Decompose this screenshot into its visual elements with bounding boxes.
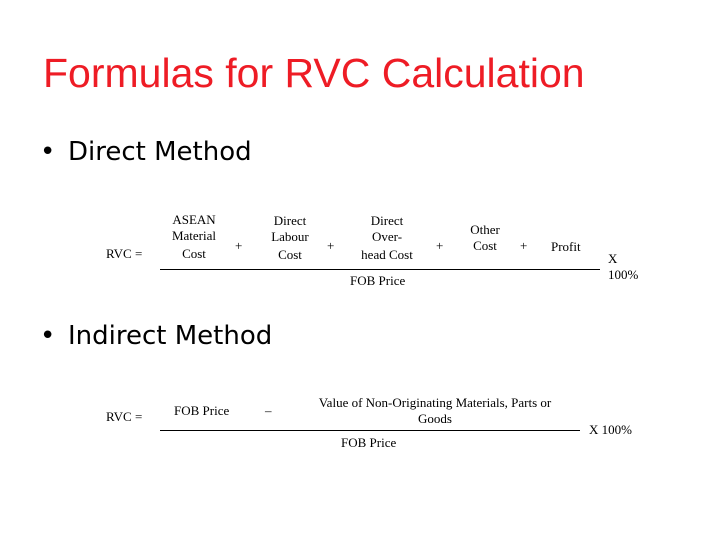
- minus-sign: –: [265, 403, 272, 418]
- plus-sign: +: [235, 238, 243, 253]
- direct-method-heading: Direct Method: [68, 137, 252, 167]
- bullet-icon: •: [40, 137, 56, 167]
- plus-sign: +: [327, 238, 335, 253]
- term-other-cost: Other Cost: [470, 222, 500, 253]
- term-direct-overhead-cost: Direct Over- head Cost: [361, 213, 413, 262]
- term-asean-material-cost: ASEAN Material Cost: [171, 212, 217, 261]
- term-direct-labour-cost: Direct Labour Cost: [271, 213, 309, 262]
- bullet-indirect-method: • Indirect Method: [40, 320, 272, 352]
- direct-denominator: FOB Price: [350, 273, 406, 288]
- bullet-icon: •: [40, 321, 56, 351]
- indirect-method-heading: Indirect Method: [68, 321, 273, 351]
- direct-rvc-label: RVC =: [106, 246, 143, 261]
- slide-title: Formulas for RVC Calculation: [43, 50, 585, 96]
- indirect-denominator: FOB Price: [341, 435, 397, 450]
- plus-sign: +: [520, 238, 528, 253]
- fraction-bar: [160, 269, 600, 270]
- indirect-rvc-label: RVC =: [106, 409, 143, 424]
- direct-multiplier: X 100%: [608, 251, 639, 282]
- term-profit: Profit: [551, 239, 581, 254]
- indirect-multiplier: X 100%: [589, 422, 632, 437]
- term-non-originating-value: Value of Non-Originating Materials, Part…: [318, 395, 552, 426]
- term-fob-price: FOB Price: [174, 403, 230, 418]
- bullet-direct-method: • Direct Method: [40, 136, 252, 168]
- plus-sign: +: [436, 238, 444, 253]
- fraction-bar: [160, 430, 580, 431]
